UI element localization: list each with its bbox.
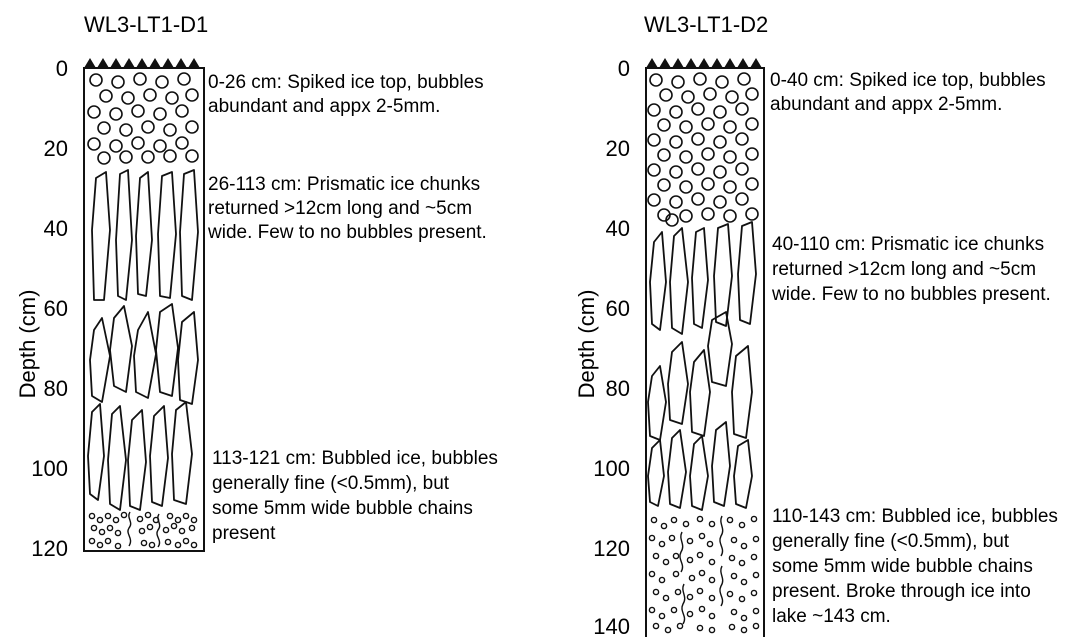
y-tick-label: 60 [44, 296, 68, 321]
prismatic-ice-crystals [87, 169, 199, 511]
unit-description-line: 26-113 cm: Prismatic ice chunks [208, 174, 480, 195]
spiked-ice-top [646, 58, 762, 68]
prismatic-ice-crystals [647, 221, 757, 511]
y-axis-label: Depth (cm) [15, 290, 40, 399]
unit-description-line: wide. Few to no bubbles present. [207, 222, 487, 243]
core-log-panel-d1: WL3-LT1-D1 Depth (cm) 0 20 40 60 80 100 … [15, 12, 498, 561]
fine-bubbles-zone [648, 515, 760, 634]
core-outline [83, 67, 205, 552]
unit-description-line: returned >12cm long and ~5cm [208, 198, 472, 219]
y-tick-label: 40 [44, 216, 68, 241]
core-log-panel-d2: WL3-LT1-D2 Depth (cm) 0 20 40 60 80 100 … [574, 12, 1058, 637]
unit-description-line: abundant and appx 2-5mm. [208, 96, 440, 117]
panel-title: WL3-LT1-D2 [644, 12, 768, 37]
unit-descriptions: 0-40 cm: Spiked ice top, bubbles abundan… [770, 70, 1058, 627]
y-tick-label: 120 [593, 536, 630, 561]
y-tick-label: 100 [31, 456, 68, 481]
y-tick-label: 40 [606, 216, 630, 241]
y-tick-label: 0 [56, 56, 68, 81]
coarse-bubbles-zone [87, 72, 199, 165]
unit-description-line: returned >12cm long and ~5cm [772, 259, 1036, 280]
unit-description-line: 40-110 cm: Prismatic ice chunks [772, 234, 1044, 255]
y-tick-label: 80 [606, 376, 630, 401]
unit-description-line: 113-121 cm: Bubbled ice, bubbles [212, 448, 498, 469]
y-tick-label: 60 [606, 296, 630, 321]
unit-description-line: present. Broke through ice into [772, 581, 1031, 602]
y-tick-labels: 0 20 40 60 80 100 120 [31, 56, 68, 561]
coarse-bubbles-zone [647, 72, 759, 227]
y-tick-label: 120 [31, 536, 68, 561]
fine-bubbles-zone [88, 511, 198, 550]
unit-description-line: 0-26 cm: Spiked ice top, bubbles [208, 72, 484, 93]
unit-description-line: generally fine (<0.5mm), but [212, 473, 450, 494]
unit-description-line: wide. Few to no bubbles present. [771, 284, 1051, 305]
y-tick-label: 20 [44, 136, 68, 161]
unit-description-line: abundant and appx 2-5mm. [770, 94, 1002, 115]
unit-description-line: some 5mm wide bubble chains [212, 498, 473, 519]
y-tick-label: 80 [44, 376, 68, 401]
y-tick-label: 100 [593, 456, 630, 481]
unit-descriptions: 0-26 cm: Spiked ice top, bubbles abundan… [207, 72, 498, 544]
unit-description-line: some 5mm wide bubble chains [772, 556, 1033, 577]
core-outline [645, 67, 765, 637]
unit-description-line: 110-143 cm: Bubbled ice, bubbles [772, 506, 1058, 527]
unit-description-line: 0-40 cm: Spiked ice top, bubbles [770, 70, 1046, 91]
spiked-ice-top [84, 58, 200, 68]
y-tick-label: 140 [593, 614, 630, 637]
panel-title: WL3-LT1-D1 [84, 12, 208, 37]
y-tick-label: 20 [606, 136, 630, 161]
y-axis-label: Depth (cm) [574, 290, 599, 399]
unit-description-line: generally fine (<0.5mm), but [772, 531, 1010, 552]
y-tick-label: 0 [618, 56, 630, 81]
y-tick-labels: 0 20 40 60 80 100 120 140 [593, 56, 630, 637]
unit-description-line: lake ~143 cm. [772, 606, 891, 627]
unit-description-line: present [212, 523, 276, 544]
